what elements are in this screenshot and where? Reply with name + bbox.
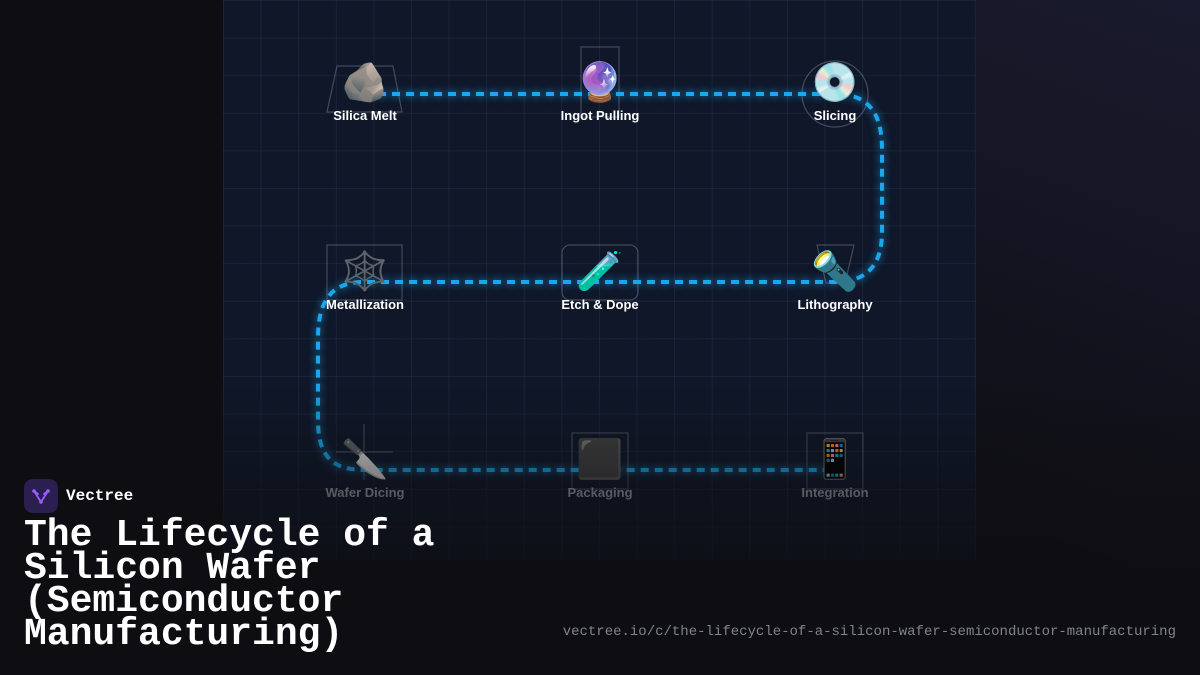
step-label: Silica Melt: [333, 108, 397, 123]
step-label: Metallization: [325, 297, 404, 312]
step-wafer-dicing: 🔪 Wafer Dicing: [285, 435, 445, 500]
step-integration: 📱 Integration: [755, 435, 915, 500]
phone-icon: 📱: [811, 437, 859, 481]
brand-name: Vectree: [66, 487, 134, 505]
metallization-frame: [326, 244, 403, 301]
vectree-logo-icon: [24, 479, 58, 513]
step-label: Packaging: [567, 485, 633, 500]
step-metallization: 🕸️ Metallization: [285, 247, 445, 312]
web-icon: 🕸️: [341, 249, 389, 293]
step-etch-dope: 🧪 Etch & Dope: [520, 247, 680, 312]
step-lithography: 🔦 Lithography: [755, 247, 915, 312]
test-tube-icon: 🧪: [576, 249, 624, 293]
knife-icon: 🔪: [341, 437, 389, 481]
step-label: Wafer Dicing: [325, 485, 405, 500]
step-label: Ingot Pulling: [560, 108, 640, 123]
step-packaging: ⬛ Packaging: [520, 435, 680, 500]
ingot-pulling-frame: [580, 46, 620, 118]
vectree-logo-mark: [32, 489, 50, 504]
brand: Vectree: [24, 479, 133, 513]
etch-dope-frame: [561, 244, 639, 301]
step-label: Lithography: [797, 297, 873, 312]
crystal-ball-icon: 🔮: [576, 60, 624, 104]
black-square-icon: ⬛: [576, 437, 624, 481]
step-label: Etch & Dope: [561, 297, 639, 312]
source-url[interactable]: vectree.io/c/the-lifecycle-of-a-silicon-…: [562, 624, 1176, 640]
flow-path: [316, 92, 884, 472]
page-title: The Lifecycle of a Silicon Wafer (Semico…: [24, 514, 435, 656]
rock-icon: 🪨: [341, 60, 389, 104]
step-label: Integration: [801, 485, 869, 500]
step-label: Slicing: [813, 108, 857, 123]
silica-melt-frame: [326, 65, 403, 113]
step-ingot-pulling: 🔮 Ingot Pulling: [520, 58, 680, 123]
disc-icon: 💿: [811, 60, 859, 104]
step-silica-melt: 🪨 Silica Melt: [285, 58, 445, 123]
flashlight-icon: 🔦: [811, 249, 859, 293]
step-slicing: 💿 Slicing: [755, 58, 915, 123]
